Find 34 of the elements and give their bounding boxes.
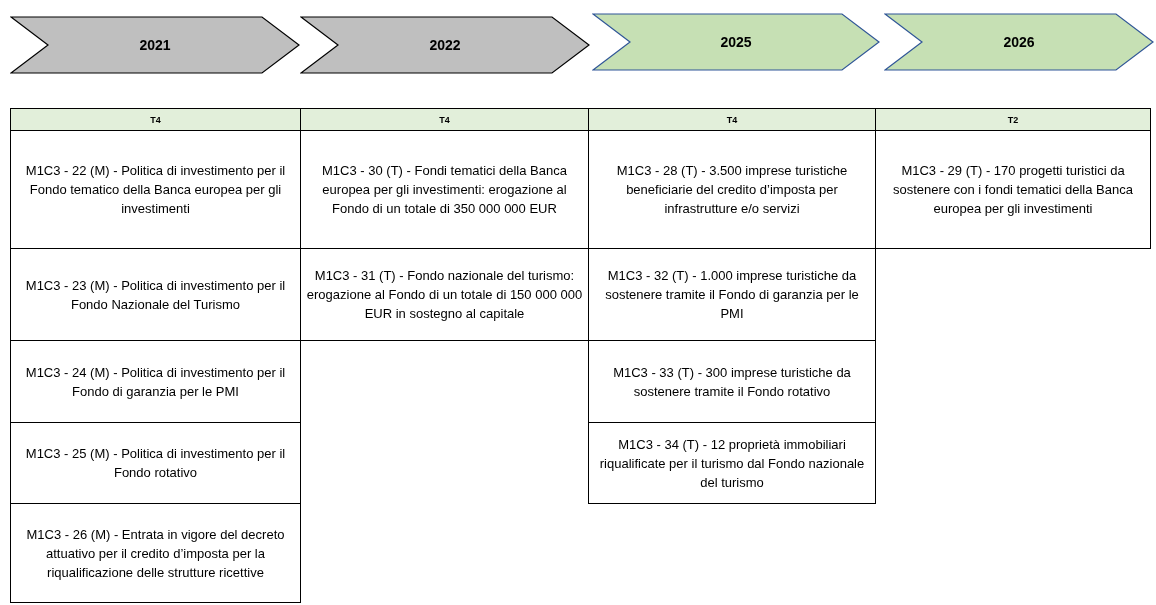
milestone-cell <box>588 340 876 423</box>
milestone-text: M1C3 - 23 (M) - Politica di investimento per il Fondo Nazionale del Turismo <box>24 276 287 314</box>
year-label: 2026 <box>1003 34 1035 50</box>
chevron-banner <box>300 16 590 74</box>
quarter-header <box>10 108 301 131</box>
milestone-text: M1C3 - 22 (M) - Politica di investimento per il Fondo tematico della Banca europea per gli investimenti <box>24 162 287 218</box>
milestone-cell <box>875 130 1151 249</box>
milestone-cell <box>10 340 301 423</box>
milestone-cell <box>10 503 301 603</box>
milestone-text: M1C3 - 33 (T) - 300 imprese turistiche da sostenere tramite il Fondo rotativo <box>612 363 852 401</box>
milestone-text: M1C3 - 31 (T) - Fondo nazionale del turismo: erogazione al Fondo di un totale di 150 000 000 EUR in sostegno al capitale <box>305 267 584 323</box>
year-label: 2022 <box>429 37 461 53</box>
milestone-cell <box>588 422 876 504</box>
milestone-text: M1C3 - 25 (M) - Politica di investimento per il Fondo rotativo <box>24 445 287 482</box>
quarter-label: T4 <box>439 114 450 125</box>
chevron-banner <box>10 16 300 74</box>
milestone-cell <box>10 422 301 504</box>
quarter-header <box>588 108 876 131</box>
year-label: 2021 <box>139 37 171 53</box>
year-label: 2025 <box>720 34 752 50</box>
chevron-banner <box>592 13 880 71</box>
quarter-header <box>875 108 1151 131</box>
milestone-text: M1C3 - 34 (T) - 12 proprietà immobiliari riqualificate per il turismo dal Fondo nazionale del turismo <box>598 435 866 492</box>
milestone-text: M1C3 - 32 (T) - 1.000 imprese turistiche da sostenere tramite il Fondo di garanzia per le PMI <box>604 267 860 323</box>
milestone-text: M1C3 - 28 (T) - 3.500 imprese turistiche beneficiarie del credito d’imposta per infrastrutture e/o servizi <box>615 162 849 218</box>
chevron-banner <box>884 13 1154 71</box>
quarter-label: T4 <box>726 114 738 125</box>
quarter-label: T4 <box>150 114 161 125</box>
milestone-text: M1C3 - 29 (T) - 170 progetti turistici da sostenere con i fondi tematici della Banca europea per gli investimenti <box>892 162 1134 218</box>
milestone-text: M1C3 - 24 (M) - Politica di investimento per il Fondo di garanzia per le PMI <box>24 363 287 401</box>
milestone-text: M1C3 - 30 (T) - Fondi tematici della Banca europea per gli investimenti: erogazione al Fondo di un totale di 350 000 000 EUR <box>321 162 568 218</box>
quarter-header <box>300 108 589 131</box>
quarter-label: T2 <box>1007 114 1019 125</box>
milestone-text: M1C3 - 26 (M) - Entrata in vigore del decreto attuativo per il credito d’imposta per la riqualificazione delle strutture ricettive <box>25 525 286 582</box>
